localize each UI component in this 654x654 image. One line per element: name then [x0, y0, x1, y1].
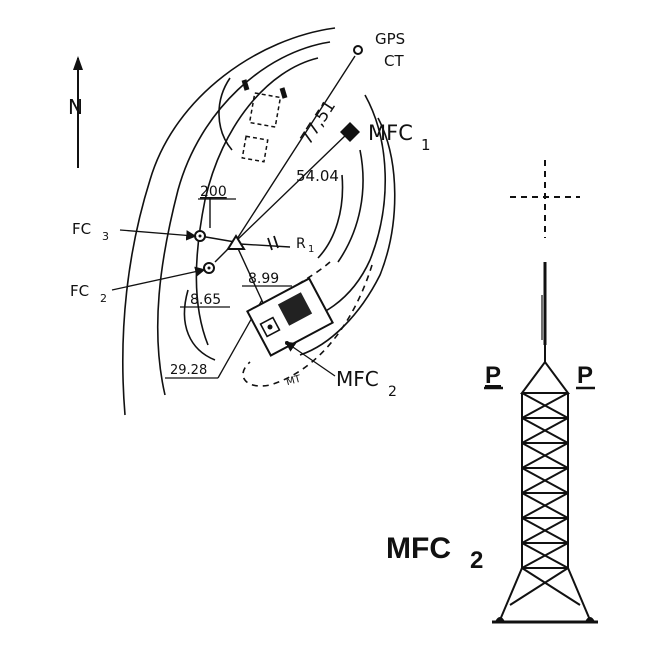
mfc1-diamond: [340, 122, 360, 142]
distance-long: 29.28: [170, 363, 207, 378]
tower-brace-b: [521, 517, 569, 544]
tower-brace-b: [521, 467, 569, 494]
line-to-r1: [239, 243, 291, 248]
tower-base-leg-left: [499, 567, 523, 621]
mfc2-building: MFC 2 MT: [246, 277, 397, 400]
fc3-point: FC 3: [72, 220, 206, 243]
mfc1-label: MFC: [368, 121, 413, 145]
tower-label: MFC: [386, 532, 451, 565]
tower-p-left: P: [485, 362, 501, 389]
tower-cap: [520, 360, 570, 394]
tower-brace-b: [521, 417, 569, 444]
tower-brace-b: [521, 392, 569, 419]
mfc2-map-sub: 2: [388, 384, 397, 400]
mfc1-marker: MFC 1: [340, 121, 431, 154]
marker-tick-1: [241, 79, 250, 91]
r1-point: R 1: [267, 235, 314, 255]
fc2-label: FC: [70, 282, 89, 300]
distance-labels: 77,51 54.04 200 8.65 8.99 29.28: [165, 97, 340, 379]
tower-p-right: P: [577, 362, 593, 389]
distance-gps: 77,51: [297, 97, 340, 149]
fc3-label: FC: [72, 220, 91, 238]
fc2-sub: 2: [100, 292, 107, 305]
contour-lines: [122, 27, 396, 416]
lattice-tower: [492, 262, 598, 624]
contour-inner-left: [218, 77, 233, 151]
crosshair: [510, 160, 580, 238]
mfc2-hatched-block: [277, 292, 313, 326]
north-label: N: [68, 95, 83, 119]
tower-base-brace: [509, 567, 581, 606]
buildings: [241, 79, 288, 163]
contour-3: [195, 57, 319, 346]
gps-station: GPS CT: [353, 30, 405, 70]
distance-mfc2: 8.99: [248, 271, 279, 287]
r1-label: R: [296, 236, 306, 252]
ct-label: CT: [384, 52, 404, 70]
distance-fc2: 8.65: [190, 292, 221, 308]
r1-sub: 1: [308, 244, 314, 255]
mfc2-map-label: MFC: [336, 367, 379, 391]
contour-outer: [122, 27, 336, 416]
tower-brace-b: [521, 492, 569, 519]
tower-feet: [495, 617, 595, 623]
contour-right-4: [317, 174, 344, 259]
contour-right-3: [337, 149, 364, 263]
north-arrow: N: [68, 56, 83, 168]
contour-2: [156, 41, 331, 396]
line-to-mfc1: [234, 132, 349, 243]
tower-brace-b: [521, 542, 569, 569]
distance-200: 200: [200, 184, 227, 200]
gps-label: GPS: [375, 30, 405, 48]
building-1: [248, 92, 282, 128]
marker-tick-2: [279, 87, 288, 99]
building-2: [241, 135, 269, 163]
mfc1-sub: 1: [421, 136, 431, 154]
station-triangle: [226, 234, 246, 250]
tower-base-leg-right: [567, 567, 591, 621]
contour-lower-left: [183, 289, 216, 361]
contour-right-2: [299, 117, 396, 356]
gps-point: [353, 45, 363, 55]
fc2-point: FC 2: [70, 262, 215, 305]
fc3-sub: 3: [102, 230, 109, 243]
tower-label-sub: 2: [470, 547, 483, 574]
tower-brace-b: [521, 442, 569, 469]
distance-mfc1: 54.04: [296, 167, 339, 185]
mt-label: MT: [285, 373, 303, 388]
line-to-gps: [234, 55, 356, 243]
